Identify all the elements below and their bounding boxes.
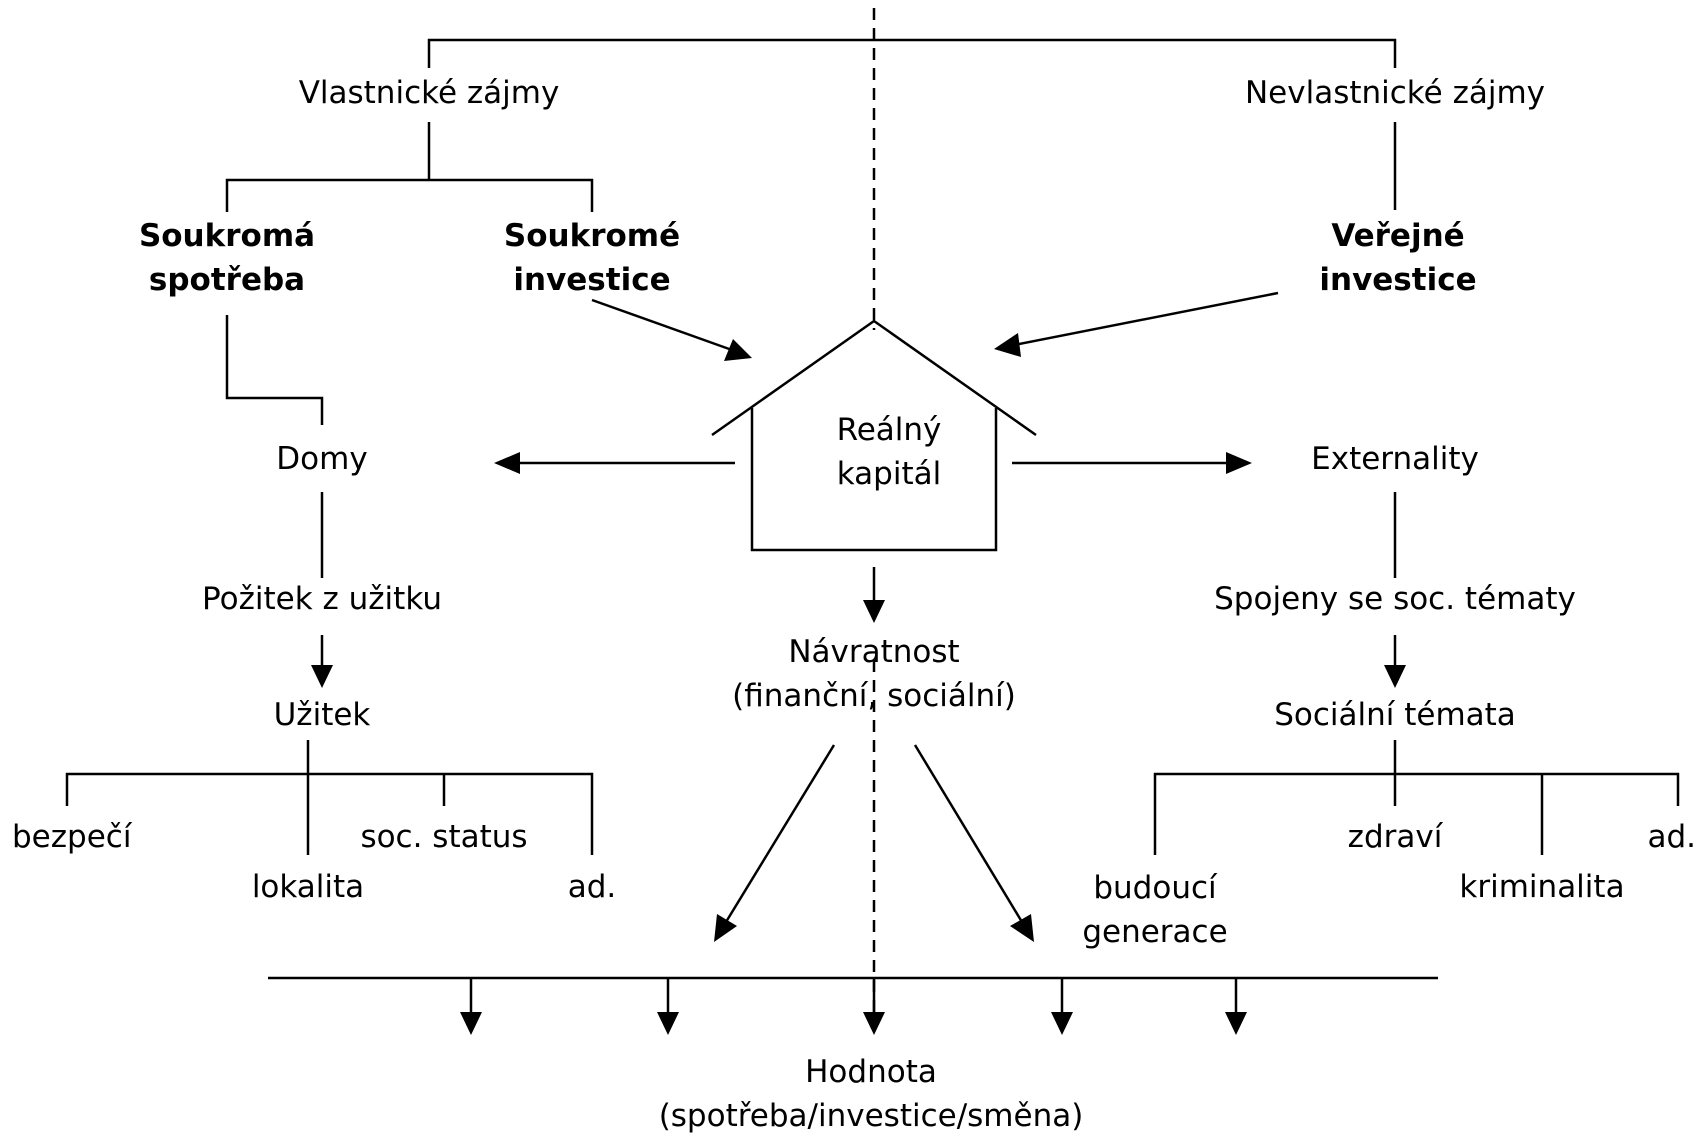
label-budouci-generace-line2: generace	[1082, 914, 1228, 950]
label-navratnost-line2: (finanční, sociální)	[732, 678, 1016, 714]
label-hodnota-line1: Hodnota	[805, 1054, 937, 1090]
house-roof	[711, 319, 1037, 437]
label-navratnost: Návratnost (finanční, sociální)	[732, 630, 1016, 718]
bracket-temata	[1153, 772, 1680, 855]
label-realny-kapital: Reálný kapitál	[837, 408, 942, 496]
label-soukroma-spotreba-line1: Soukromá	[138, 218, 316, 254]
bottom-arrowhead-1	[460, 1012, 482, 1035]
arrowhead-navratnost-right	[1010, 914, 1034, 942]
label-realny-kapital-line2: kapitál	[836, 456, 942, 492]
label-soukroma-spotreba: Soukromá spotřeba	[139, 214, 315, 302]
arrowhead-externality	[1226, 452, 1252, 474]
arrowhead-verejne	[994, 333, 1021, 357]
connector-spotreba-domy	[225, 315, 324, 425]
label-bezpeci: bezpečí	[12, 819, 132, 855]
bottom-arrowhead-5	[1225, 1012, 1247, 1035]
label-kriminalita: kriminalita	[1459, 869, 1625, 905]
house-body	[750, 408, 998, 552]
label-verejne-investice: Veřejné investice	[1319, 214, 1476, 302]
label-hodnota: Hodnota (spotřeba/investice/směna)	[659, 1050, 1084, 1138]
arrow-verejne-to-house	[1013, 291, 1279, 347]
label-budouci-generace: budoucí generace	[1082, 866, 1227, 954]
label-soukrome-investice-line1: Soukromé	[503, 218, 681, 254]
label-vlastnicke-zajmy: Vlastnické zájmy	[298, 75, 560, 111]
bracket-soukrome	[225, 178, 594, 212]
label-socialni-temata: Sociální témata	[1274, 697, 1516, 733]
label-ad-left: ad.	[567, 869, 617, 905]
arrow-navratnost-left	[724, 744, 836, 923]
top-bracket	[427, 38, 1397, 68]
label-nevlastnicke-zajmy: Nevlastnické zájmy	[1244, 75, 1546, 111]
arrowhead-investice	[724, 339, 752, 361]
arrowhead-temata	[1384, 665, 1406, 688]
arrow-investice-to-house	[591, 298, 733, 352]
bracket-uzitek	[65, 772, 594, 855]
label-soc-status: soc. status	[360, 819, 528, 855]
arrow-navratnost-right	[913, 744, 1024, 923]
label-spojeny-se-soc-tematy: Spojeny se soc. tématy	[1214, 581, 1576, 617]
label-externality: Externality	[1311, 441, 1479, 477]
label-lokalita: lokalita	[251, 869, 365, 905]
label-uzitek: Užitek	[273, 697, 371, 733]
label-verejne-investice-line1: Veřejné	[1331, 218, 1465, 254]
arrowhead-uzitek	[311, 665, 333, 688]
label-soukrome-investice-line2: investice	[513, 262, 671, 298]
label-domy: Domy	[276, 441, 368, 477]
arrowhead-domy	[494, 452, 520, 474]
bottom-arrowhead-4	[1051, 1012, 1073, 1035]
label-zdravi: zdraví	[1347, 819, 1443, 855]
arrowhead-navratnost-left	[714, 914, 737, 942]
label-hodnota-line2: (spotřeba/investice/směna)	[658, 1098, 1084, 1134]
label-verejne-investice-line2: investice	[1319, 262, 1477, 298]
bottom-arrowhead-2	[657, 1012, 679, 1035]
bottom-arrowhead-3	[863, 1012, 885, 1035]
label-realny-kapital-line1: Reálný	[836, 412, 942, 448]
label-budouci-generace-line1: budoucí	[1093, 870, 1217, 906]
arrowhead-navratnost	[863, 600, 885, 623]
label-navratnost-line1: Návratnost	[788, 634, 960, 670]
label-ad-right: ad.	[1647, 819, 1696, 855]
label-pozitek-z-uzitku: Požitek z užitku	[202, 581, 442, 617]
label-soukroma-spotreba-line2: spotřeba	[148, 262, 306, 298]
label-soukrome-investice: Soukromé investice	[504, 214, 680, 302]
